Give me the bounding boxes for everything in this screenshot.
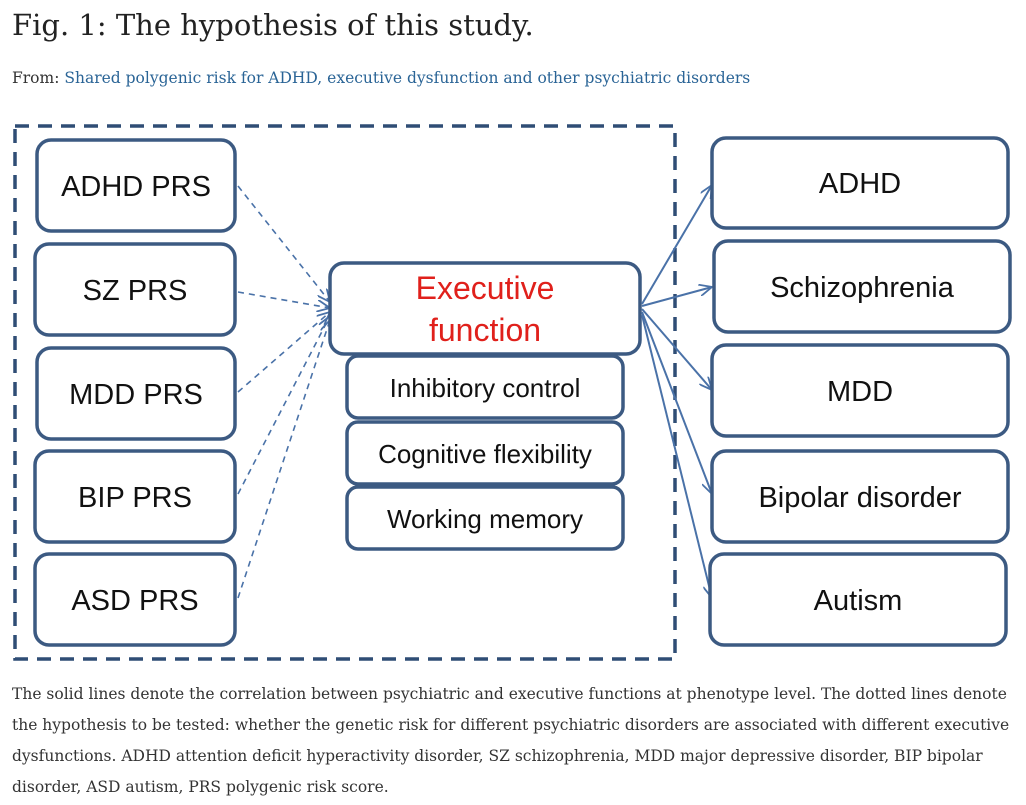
correlation-arrow bbox=[641, 311, 712, 494]
figure-caption: The solid lines denote the correlation b… bbox=[12, 685, 1010, 796]
executive-component-box: Working memory bbox=[345, 485, 625, 551]
genetic-risk-frame bbox=[13, 124, 677, 661]
correlation-arrow bbox=[641, 308, 712, 390]
correlation-arrow bbox=[641, 185, 712, 305]
disorder-label: MDD bbox=[827, 376, 893, 408]
source-article-link[interactable]: Shared polygenic risk for ADHD, executiv… bbox=[64, 69, 751, 87]
figure-source: From: Shared polygenic risk for ADHD, ex… bbox=[12, 69, 750, 87]
disorder-box: MDD bbox=[710, 343, 1010, 438]
prs-box: ADHD PRS bbox=[35, 138, 237, 233]
disorder-label: ADHD bbox=[819, 168, 901, 200]
executive-function-title-line1: Executive bbox=[416, 270, 555, 306]
hypothesis-arrow bbox=[237, 185, 330, 302]
disorder-box: Schizophrenia bbox=[712, 239, 1012, 334]
executive-function-title-line2: function bbox=[429, 312, 541, 348]
executive-component-box: Inhibitory control bbox=[345, 354, 625, 420]
disorder-box: Bipolar disorder bbox=[710, 449, 1010, 544]
disorder-box: ADHD bbox=[710, 136, 1010, 230]
prs-box: ASD PRS bbox=[33, 552, 237, 647]
prs-label: SZ PRS bbox=[83, 275, 188, 307]
prs-box: SZ PRS bbox=[33, 242, 237, 337]
hypothesis-arrow bbox=[237, 312, 330, 393]
disorder-box: Autism bbox=[708, 552, 1008, 647]
prs-box: BIP PRS bbox=[33, 449, 237, 544]
prs-label: BIP PRS bbox=[78, 482, 192, 514]
disorder-label: Schizophrenia bbox=[770, 272, 955, 304]
executive-component-box: Cognitive flexibility bbox=[345, 420, 625, 486]
hypothesis-arrow bbox=[237, 320, 330, 599]
from-label: From: bbox=[12, 69, 60, 87]
hypothesis-arrow bbox=[237, 291, 330, 308]
executive-component-label: Cognitive flexibility bbox=[378, 439, 592, 469]
disorder-label: Autism bbox=[814, 585, 903, 617]
prs-label: MDD PRS bbox=[69, 379, 203, 411]
hypothesis-arrow bbox=[237, 316, 330, 495]
correlation-arrow bbox=[641, 314, 712, 598]
prs-box: MDD PRS bbox=[35, 346, 237, 441]
correlation-arrow bbox=[641, 287, 712, 307]
prs-label: ADHD PRS bbox=[61, 171, 211, 203]
hypothesis-diagram: ADHD PRS SZ PRS MDD PRS BIP PRS ASD PRS … bbox=[13, 124, 1012, 661]
disorder-label: Bipolar disorder bbox=[758, 482, 961, 514]
prs-label: ASD PRS bbox=[71, 585, 198, 617]
figure-title: Fig. 1: The hypothesis of this study. bbox=[12, 8, 534, 42]
executive-function-box: Executive function bbox=[328, 261, 642, 356]
executive-component-label: Working memory bbox=[387, 504, 583, 534]
executive-component-label: Inhibitory control bbox=[390, 373, 581, 403]
